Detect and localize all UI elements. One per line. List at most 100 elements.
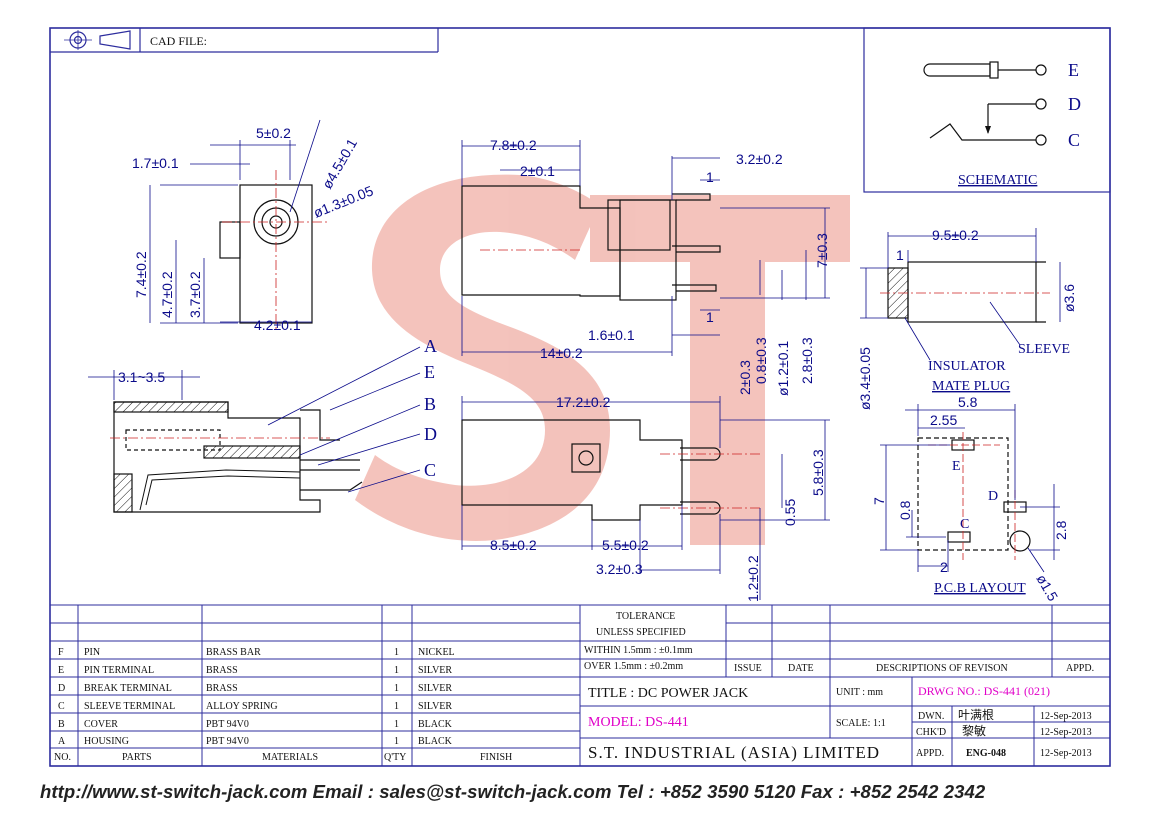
parts-cell-qty: 1: [394, 683, 399, 694]
rev-col-desc: DESCRIPTIONS OF REVISON: [876, 663, 1008, 674]
dim-bottom-pin-depth: 1.2±0.2: [745, 555, 761, 602]
dim-top-pin-offset: 1.6±0.1: [588, 327, 635, 343]
sign-dwn-name: 叶满根: [958, 708, 994, 722]
schematic-label: SCHEMATIC: [958, 173, 1037, 188]
dim-plug-insulator-dia: ø3.4±0.05: [857, 347, 873, 410]
dim-plug-length: 9.5±0.2: [932, 227, 979, 243]
dim-front-width: 5±0.2: [256, 125, 291, 141]
cad-header: CAD FILE:: [50, 28, 439, 53]
parts-cell-no: A: [58, 736, 66, 747]
parts-cell-material: BRASS: [206, 683, 238, 694]
company-name: S.T. INDUSTRIAL (ASIA) LIMITED: [588, 743, 880, 762]
plug-insulator-label: INSULATOR: [928, 359, 1006, 374]
top-view: [461, 140, 830, 356]
parts-cell-part: PIN: [84, 647, 100, 658]
parts-cell-part: COVER: [84, 719, 118, 730]
parts-cell-finish: SILVER: [418, 665, 452, 676]
dim-top-pin-height-a: 2±0.3: [737, 360, 753, 395]
sign-chk-role: CHK'D: [916, 727, 946, 738]
model-number: MODEL: DS-441: [588, 715, 689, 730]
dim-top-pin-pitch-1: 1: [706, 169, 714, 185]
dim-bottom-pin-spacing: 3.2±0.3: [596, 561, 643, 577]
sign-appd-name: ENG-048: [966, 748, 1006, 759]
cad-file-label: CAD FILE:: [150, 34, 207, 48]
parts-cell-part: BREAK TERMINAL: [84, 683, 172, 694]
pcb-pin-c: C: [960, 517, 969, 532]
rev-col-date: DATE: [788, 663, 814, 674]
parts-cell-qty: 1: [394, 665, 399, 676]
rev-col-issue: ISSUE: [734, 663, 762, 674]
dim-plug-tip: 1: [896, 247, 904, 263]
dim-top-pin-spacing: 3.2±0.2: [736, 151, 783, 167]
dim-front-height: 7.4±0.2: [133, 251, 149, 298]
dim-pcb-d-spacing: 2.8: [1053, 520, 1069, 540]
front-view: [149, 119, 330, 330]
dim-front-center-height: 4.7±0.2: [159, 271, 175, 318]
tolerance-subtitle: UNLESS SPECIFIED: [596, 627, 686, 638]
dim-pcb-c-x: 2: [940, 559, 948, 575]
dim-plug-sleeve-dia: ø3.6: [1061, 284, 1077, 312]
parts-cell-part: SLEEVE TERMINAL: [84, 701, 175, 712]
parts-cell-no: F: [58, 647, 64, 658]
parts-cell-finish: NICKEL: [418, 647, 455, 658]
parts-cell-material: PBT 94V0: [206, 719, 249, 730]
dim-bottom-height: 5.8±0.3: [810, 449, 826, 496]
parts-cell-qty: 1: [394, 701, 399, 712]
dim-top-step-length: 2±0.1: [520, 163, 555, 179]
dim-section-insertion: 3.1~3.5: [118, 369, 165, 385]
dim-bottom-body-length: 8.5±0.2: [490, 537, 537, 553]
st-watermark-logo: [355, 174, 850, 545]
sign-appd-date: 12-Sep-2013: [1040, 748, 1092, 759]
parts-cell-no: E: [58, 665, 64, 676]
drawing-number: DRWG NO.: DS-441 (021): [918, 684, 1050, 698]
projection-cone-icon: [99, 30, 131, 50]
dim-bottom-pin-offset: 0.55: [782, 499, 798, 526]
schematic-box: E D C SCHEMATIC: [863, 27, 1111, 193]
parts-cell-material: BRASS: [206, 665, 238, 676]
dim-pcb-e-offset: 2.55: [930, 412, 957, 428]
sign-appd-role: APPD.: [916, 748, 944, 759]
parts-cell-part: HOUSING: [84, 736, 129, 747]
callout-d: D: [424, 424, 437, 444]
dim-pcb-height: 7: [871, 497, 887, 505]
parts-table: [50, 604, 581, 766]
drawing-title: TITLE : DC POWER JACK: [588, 686, 748, 701]
col-finish: FINISH: [480, 752, 512, 763]
title-block: [580, 604, 1110, 766]
schematic-pin-c: C: [1068, 130, 1080, 150]
col-parts: PARTS: [122, 752, 152, 763]
parts-cell-part: PIN TERMINAL: [84, 665, 154, 676]
tolerance-over: OVER 1.5mm : ±0.2mm: [584, 661, 683, 672]
parts-cell-material: PBT 94V0: [206, 736, 249, 747]
dim-front-offset: 1.7±0.1: [132, 155, 179, 171]
parts-cell-qty: 1: [394, 719, 399, 730]
bottom-view: [461, 396, 830, 600]
callout-b: B: [424, 394, 436, 414]
col-materials: MATERIALS: [262, 752, 318, 763]
callout-e: E: [424, 362, 435, 382]
dim-top-pin-pitch-2: 1: [706, 309, 714, 325]
sign-dwn-date: 12-Sep-2013: [1040, 711, 1092, 722]
parts-cell-finish: SILVER: [418, 701, 452, 712]
mate-plug-view: [860, 228, 1061, 361]
dim-top-height: 7±0.3: [814, 233, 830, 268]
parts-cell-finish: BLACK: [418, 719, 453, 730]
dim-top-pin-dia: ø1.2±0.1: [775, 341, 791, 396]
parts-cell-qty: 1: [394, 736, 399, 747]
dim-front-step-height: 3.7±0.2: [187, 271, 203, 318]
dim-top-total-length: 14±0.2: [540, 345, 583, 361]
col-no: NO.: [54, 752, 71, 763]
pcb-layout: [880, 404, 1060, 573]
parts-cell-no: C: [58, 701, 65, 712]
dim-pcb-width: 5.8: [958, 394, 978, 410]
sign-chk-date: 12-Sep-2013: [1040, 727, 1092, 738]
schematic-pin-d: D: [1068, 94, 1081, 114]
dim-pcb-hole-dia: ø1.5: [1033, 572, 1061, 604]
scale-label: SCALE: 1:1: [836, 718, 886, 729]
col-qty: Q'TY: [384, 752, 406, 763]
dim-bottom-total-length: 17.2±0.2: [556, 394, 611, 410]
schematic-pin-e: E: [1068, 60, 1079, 80]
section-view: [88, 346, 421, 513]
dim-top-pin-height-c: 2.8±0.3: [799, 337, 815, 384]
